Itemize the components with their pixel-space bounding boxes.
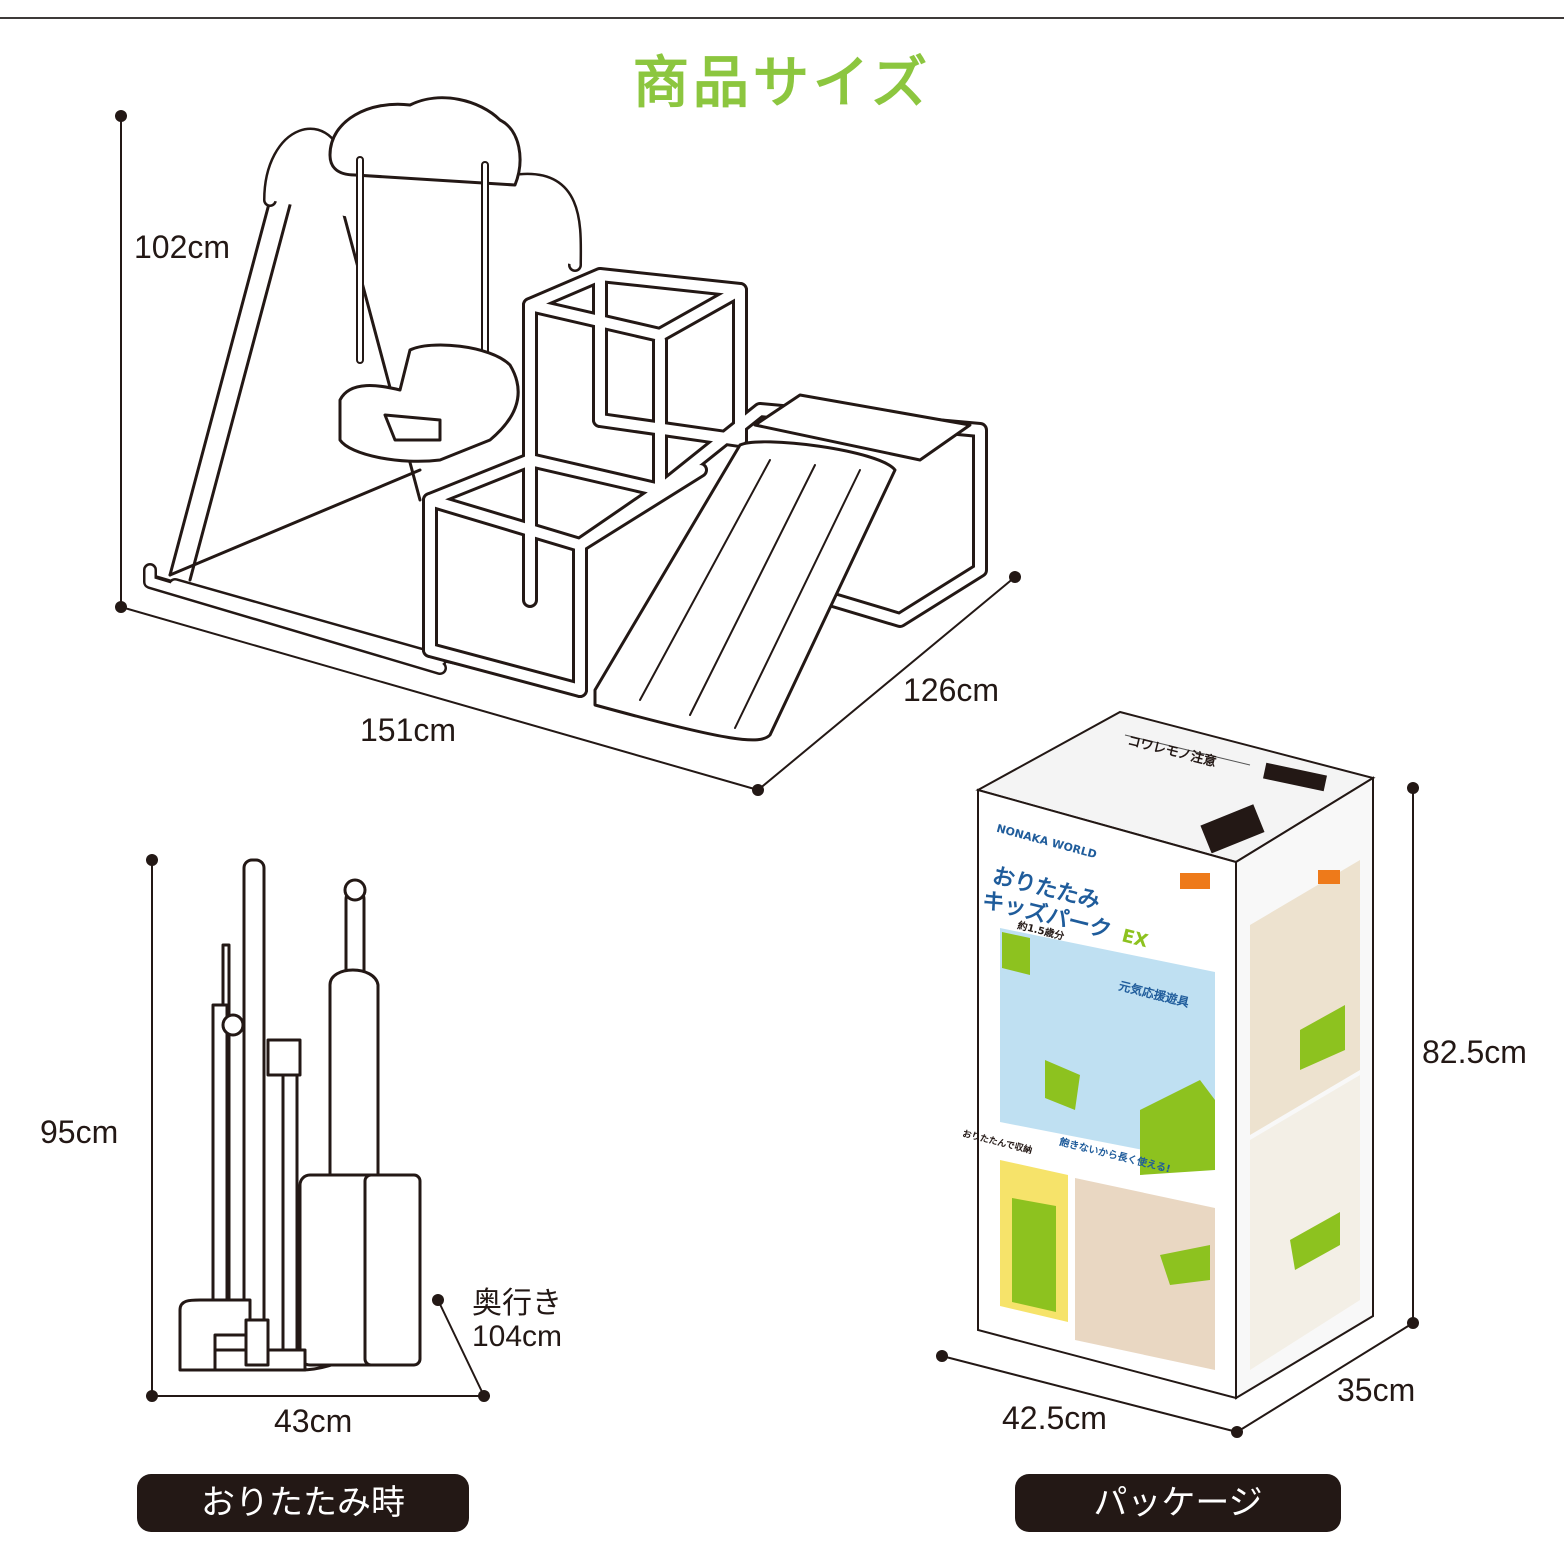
page-title: 商品サイズ (632, 51, 932, 116)
folded-height-label: 95cm (40, 1114, 119, 1150)
assembled-dimension-lines (120, 116, 1016, 791)
folded-depth-caption: 奥行き (472, 1287, 562, 1320)
package-box-drawing (975, 710, 1376, 1400)
folded-depth-label: 奥行き 104cm (472, 1287, 632, 1353)
assembled-width-label: 151cm (360, 712, 457, 748)
package-dimension-lines (941, 788, 1414, 1433)
folded-set-drawing (178, 858, 422, 1372)
package-height-label: 82.5cm (1422, 1034, 1527, 1070)
dimension-dot-icon (936, 782, 1419, 1438)
folded-caption-pill: おりたたみ時 (137, 1474, 469, 1532)
package-width-label: 42.5cm (1002, 1400, 1107, 1436)
package-caption-pill: パッケージ (1015, 1474, 1341, 1532)
assembled-depth-label: 126cm (903, 672, 1000, 708)
folded-depth-value: 104cm (472, 1320, 563, 1353)
swing-slide-set-drawing (143, 96, 988, 742)
package-depth-label: 35cm (1337, 1372, 1416, 1408)
top-rule (0, 17, 1564, 19)
folded-dimension-lines (151, 860, 485, 1397)
dimension-dot-icon (115, 110, 1021, 796)
dimension-dot-icon (146, 854, 490, 1402)
folded-width-label: 43cm (274, 1403, 353, 1439)
assembled-height-label: 102cm (134, 229, 231, 265)
